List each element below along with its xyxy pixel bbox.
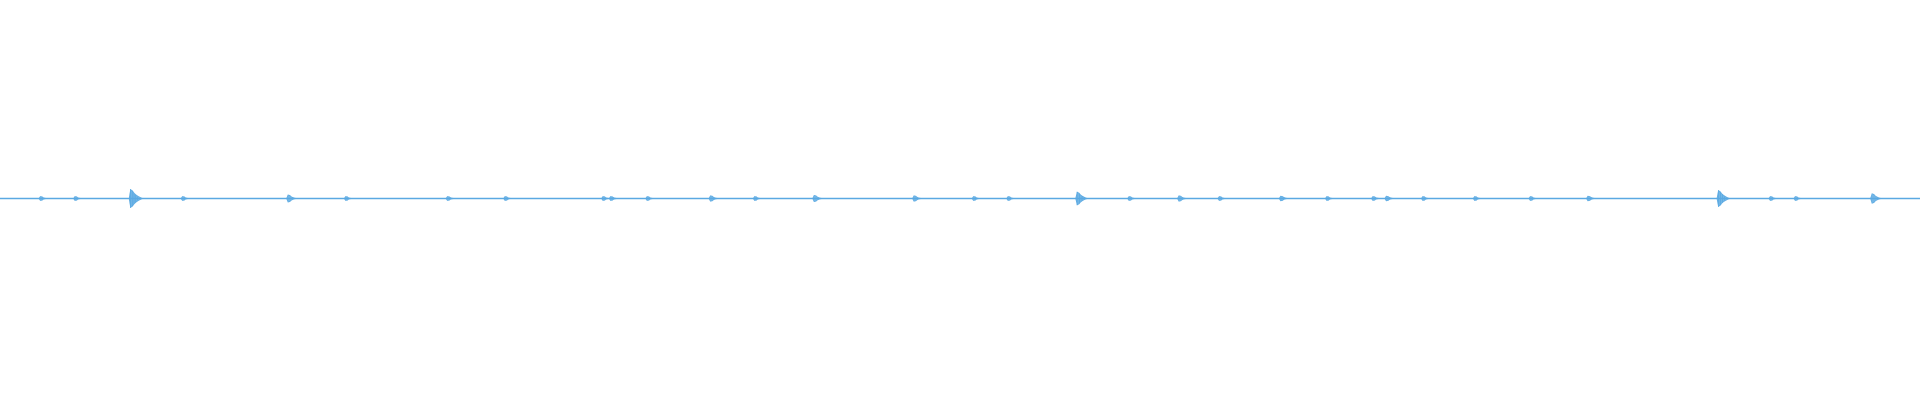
waveform-transient xyxy=(1528,196,1537,201)
waveform-transient xyxy=(1793,196,1802,201)
waveform-transient xyxy=(1075,191,1089,206)
waveform-transient xyxy=(1420,196,1430,201)
waveform-transient xyxy=(708,195,719,202)
waveform-transient xyxy=(912,195,922,202)
waveform-transient xyxy=(1870,193,1883,204)
waveform-transient xyxy=(645,196,654,201)
waveform-transient xyxy=(343,196,353,201)
waveform-transient xyxy=(1716,190,1731,207)
waveform-transient xyxy=(812,194,823,203)
waveform-transient xyxy=(1472,196,1482,201)
waveform-transient xyxy=(608,196,619,201)
waveform-transient xyxy=(1324,196,1334,201)
waveform-transient xyxy=(445,196,455,201)
waveform-transient xyxy=(286,194,297,203)
waveform-transient xyxy=(752,196,762,201)
waveform-transient xyxy=(38,196,48,201)
waveform-transient xyxy=(1384,195,1394,202)
waveform-transient xyxy=(1127,196,1136,201)
waveform-transient xyxy=(1217,196,1226,201)
waveform-transient xyxy=(1768,196,1777,201)
waveform-transient xyxy=(1006,196,1015,201)
waveform-transient xyxy=(1585,195,1596,202)
waveform-transient xyxy=(1278,195,1289,202)
waveform-transients xyxy=(38,188,1883,209)
waveform-transient xyxy=(601,196,610,201)
waveform-transient xyxy=(180,196,190,201)
waveform-transient xyxy=(1177,195,1187,202)
waveform-transient xyxy=(971,196,981,201)
waveform-transient xyxy=(1370,196,1380,201)
waveform-transient xyxy=(73,196,82,201)
waveform-transient xyxy=(503,196,512,201)
